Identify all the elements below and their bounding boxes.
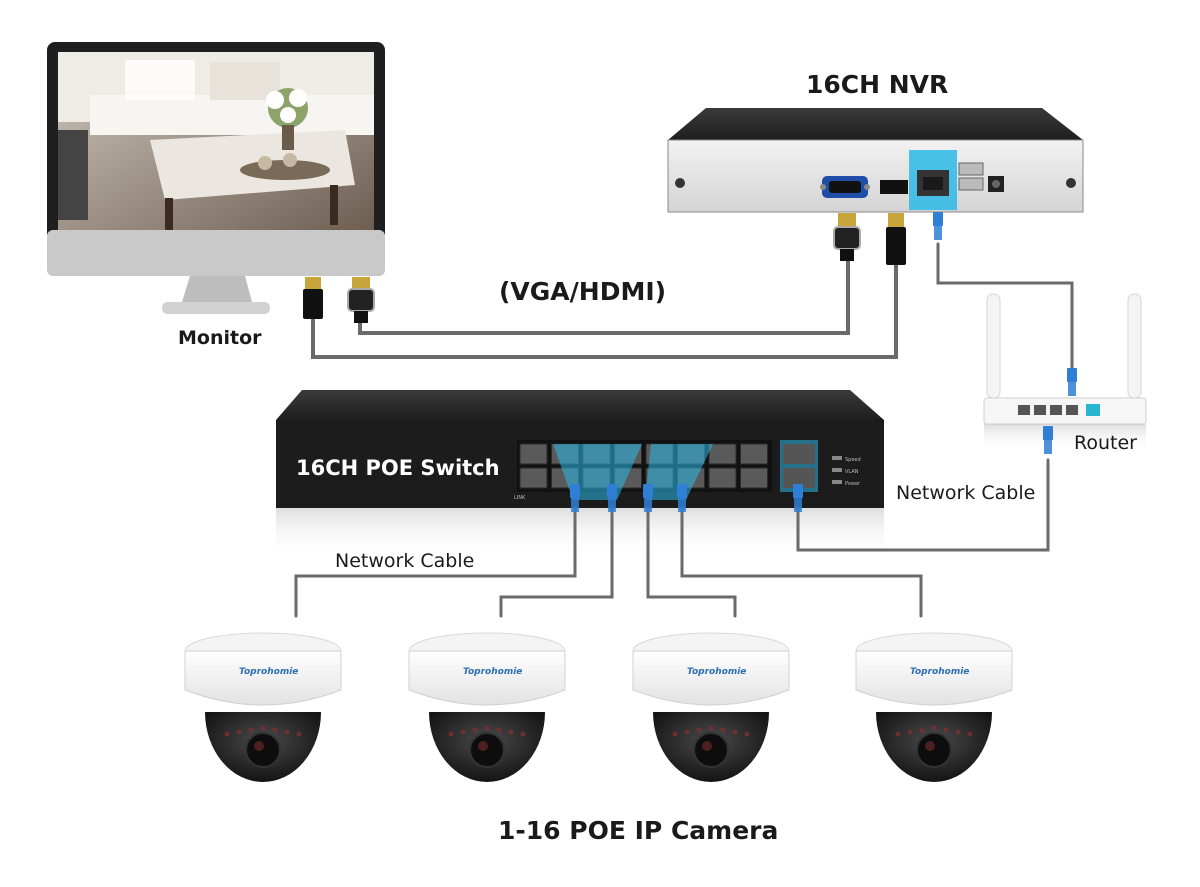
camera4-cable bbox=[680, 506, 923, 618]
ethernet-plug-icon bbox=[570, 484, 580, 512]
switch-port bbox=[519, 467, 548, 489]
vga-cable bbox=[358, 258, 850, 335]
router-icon bbox=[983, 293, 1147, 452]
hdmi-plug-icon bbox=[303, 277, 323, 319]
video-cable-label: (VGA/HDMI) bbox=[499, 277, 667, 306]
monitor-label: Monitor bbox=[178, 327, 262, 349]
ethernet-plug-icon bbox=[1043, 426, 1053, 454]
dome-camera-icon: Toprohomie bbox=[408, 632, 566, 782]
camera-brand-label: Toprohomie bbox=[910, 667, 969, 677]
ethernet-plug-icon bbox=[793, 484, 803, 512]
switch-port bbox=[519, 443, 548, 465]
vga-plug-icon bbox=[347, 277, 375, 323]
nvr-icon bbox=[667, 108, 1084, 213]
camera-brand-label: Toprohomie bbox=[239, 667, 298, 677]
camera-brand-label: Toprohomie bbox=[463, 667, 522, 677]
network-cable-right-label: Network Cable bbox=[896, 482, 1036, 504]
cameras-group: Toprohomie Toprohomie Toprohomie Toprohomie bbox=[184, 632, 1013, 782]
switch-port bbox=[740, 467, 768, 489]
nvr-router-cable bbox=[936, 242, 1074, 370]
camera2-cable bbox=[499, 506, 614, 618]
vga-plug-nvr-icon bbox=[833, 213, 861, 261]
monitor-icon bbox=[47, 42, 385, 314]
router-label: Router bbox=[1074, 432, 1137, 454]
connectors bbox=[303, 212, 1077, 512]
cameras-label: 1-16 POE IP Camera bbox=[498, 816, 779, 845]
switch-label: 16CH POE Switch bbox=[296, 456, 500, 480]
switch-port bbox=[740, 443, 768, 465]
switch-port bbox=[708, 467, 737, 489]
poe-switch-icon: Speed VLAN Power LINK bbox=[276, 390, 884, 558]
ethernet-plug-icon bbox=[1067, 368, 1077, 396]
nvr-label: 16CH NVR bbox=[806, 70, 949, 99]
ethernet-plug-icon bbox=[677, 484, 687, 512]
power-led-label: Power bbox=[845, 481, 861, 487]
camera3-cable bbox=[646, 506, 737, 618]
switch-port bbox=[708, 443, 737, 465]
ethernet-plugs bbox=[570, 212, 1077, 512]
ethernet-plug-icon bbox=[643, 484, 653, 512]
camera-brand-label: Toprohomie bbox=[687, 667, 746, 677]
router-switch-cable bbox=[796, 458, 1050, 552]
ethernet-plug-icon bbox=[933, 212, 943, 240]
link-label: LINK bbox=[514, 495, 526, 501]
hdmi-plug-nvr-icon bbox=[886, 213, 906, 265]
dome-camera-icon: Toprohomie bbox=[632, 632, 790, 782]
vlan-led-label: VLAN bbox=[845, 469, 859, 475]
hdmi-cable bbox=[311, 262, 898, 359]
dome-camera-icon: Toprohomie bbox=[855, 632, 1013, 782]
network-cable-left-label: Network Cable bbox=[335, 550, 475, 572]
ethernet-plug-icon bbox=[607, 484, 617, 512]
camera1-cable bbox=[294, 506, 577, 618]
dome-camera-icon: Toprohomie bbox=[184, 632, 342, 782]
speed-led-label: Speed bbox=[845, 457, 861, 463]
cables bbox=[294, 242, 1074, 618]
